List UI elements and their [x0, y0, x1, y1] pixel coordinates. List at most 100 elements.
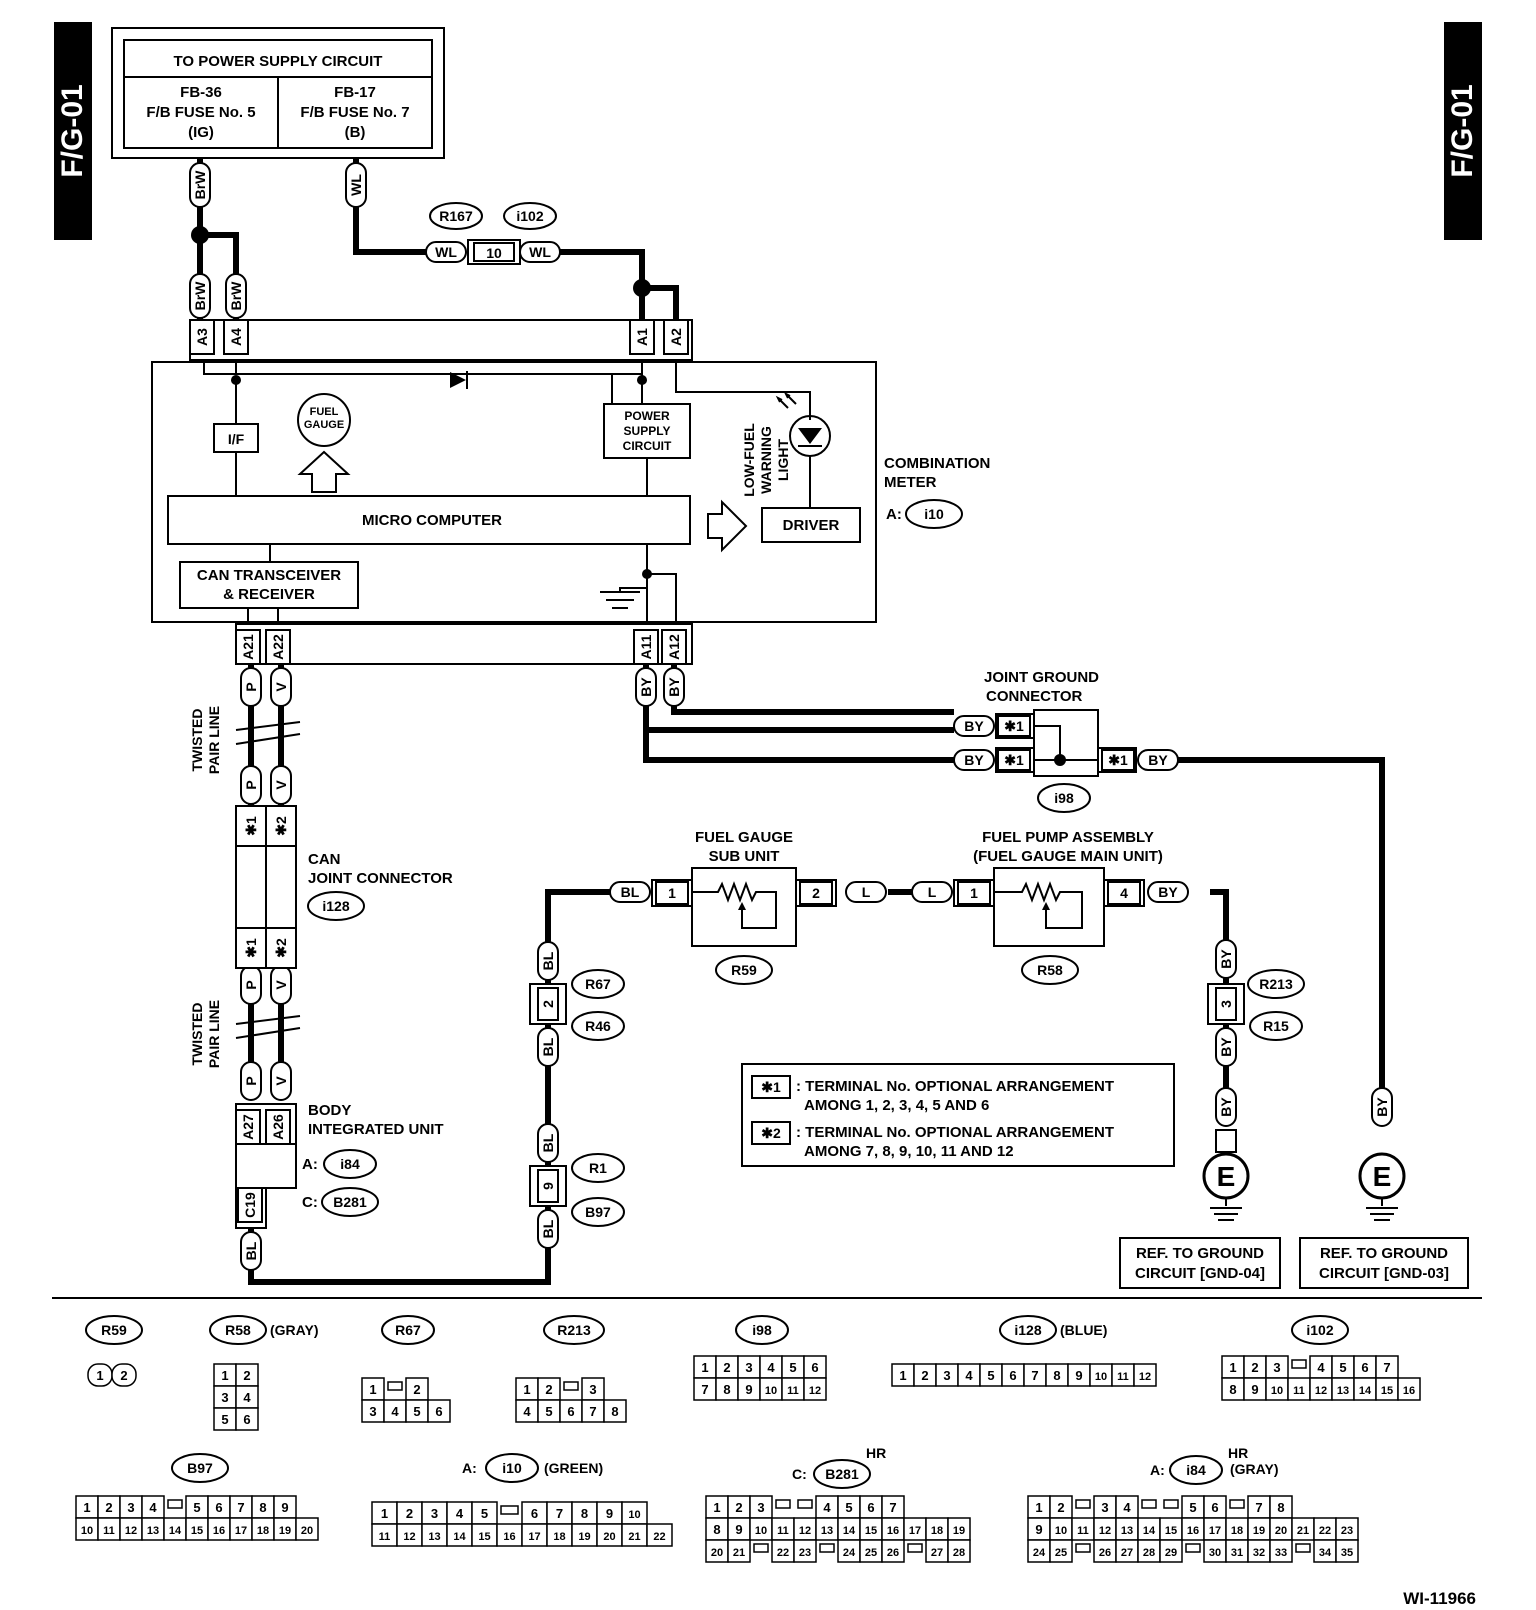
svg-text:BL: BL [540, 1037, 556, 1056]
connector-pin-number: 5 [193, 1500, 200, 1515]
svg-text:A1: A1 [634, 328, 650, 346]
connector-pin-number: 8 [1053, 1368, 1060, 1383]
wire-pill-v-1: V [270, 667, 292, 707]
meter-label-line1: COMBINATION [884, 455, 990, 472]
connector-pin-number: 6 [243, 1412, 250, 1427]
connector-pin-number: 11 [1293, 1385, 1305, 1397]
twisted-pair-label-2b: PAIR LINE [206, 1000, 222, 1068]
power-supply-title: TO POWER SUPPLY CIRCUIT [174, 53, 383, 70]
page-tag-right-text: F/G-01 [1446, 84, 1479, 177]
fuel-pump-code: R58 [1037, 962, 1063, 978]
svg-text:WARNING: WARNING [758, 426, 774, 494]
svg-text:✱2: ✱2 [273, 816, 289, 836]
svg-text:✱1: ✱1 [243, 816, 259, 836]
meter-top-terminals: A3 A4 A1 A2 [189, 319, 693, 361]
connector-pin-number: 27 [931, 1547, 943, 1559]
connector-pin-number: 7 [889, 1500, 896, 1515]
connector-key-gap [907, 1543, 923, 1553]
connector-pin-number: 10 [1271, 1385, 1283, 1397]
connector-pin-number: 15 [865, 1525, 877, 1537]
connector-pin-number: 16 [213, 1525, 225, 1537]
connector-pin-number: 16 [1403, 1385, 1415, 1397]
connector-pin-number: 6 [811, 1360, 818, 1375]
twisted-pair-label-2a: TWISTED [189, 1003, 205, 1066]
connector-pin-number: 10 [628, 1509, 640, 1521]
body-integrated-unit: A27 A26 C19 [235, 1103, 297, 1229]
connector-pin-number: 5 [545, 1404, 552, 1419]
connector-pin-number: 29 [1165, 1547, 1177, 1559]
connector-pin-number: 35 [1341, 1547, 1353, 1559]
b97-code: B97 [585, 1204, 611, 1220]
connector-pin-number: 20 [603, 1531, 615, 1543]
connector-pin-number: 16 [503, 1531, 515, 1543]
svg-text:I/F: I/F [228, 431, 245, 447]
svg-text:WL: WL [529, 244, 551, 260]
body-unit-c-code: B281 [333, 1194, 367, 1210]
connector-pin-number: 15 [478, 1531, 490, 1543]
connector-key-gap [1141, 1499, 1157, 1509]
connector-pin-cell [947, 1539, 971, 1563]
svg-text:P: P [243, 682, 259, 691]
svg-text:(GRAY): (GRAY) [270, 1322, 319, 1338]
connector-pin-number: 21 [1297, 1525, 1309, 1537]
fuel-gauge-circle [297, 393, 351, 447]
connector-pin-cell [1049, 1539, 1073, 1563]
connector-pin-number: 11 [379, 1531, 391, 1543]
connector-pin-number: 10 [1095, 1371, 1107, 1383]
connector-pin-cell [1397, 1377, 1421, 1401]
connector-pin-number: 2 [1251, 1360, 1258, 1375]
svg-text:(GREEN): (GREEN) [544, 1460, 603, 1476]
connector-pin-number: 22 [1319, 1525, 1331, 1537]
right-arrow [707, 499, 748, 553]
connector-pin-number: 3 [1273, 1360, 1280, 1375]
connector-pin-number: 1 [83, 1500, 90, 1515]
fuse-right-line2: F/B FUSE No. 7 [300, 104, 409, 121]
svg-text:V: V [273, 780, 289, 790]
can-joint-label-1: CAN [308, 851, 341, 868]
svg-text:R67: R67 [395, 1322, 421, 1338]
body-unit-a-code: i84 [340, 1156, 360, 1172]
connector-pin-number: 12 [1139, 1371, 1151, 1383]
svg-text:BY: BY [1218, 949, 1234, 969]
connector-key-gap [563, 1381, 579, 1391]
wire-pill-by-gnd4: BY [1215, 1087, 1237, 1127]
joint-ground-label-1: JOINT GROUND [984, 669, 1099, 686]
fuel-pump-label-2: (FUEL GAUGE MAIN UNIT) [973, 848, 1163, 865]
svg-text:BrW: BrW [228, 281, 244, 311]
wire-pill-l-2: L [911, 881, 953, 903]
twisted-pair-label-1b: PAIR LINE [206, 706, 222, 774]
connector-pin-number: 12 [809, 1385, 821, 1397]
connector-pin-number: 22 [777, 1547, 789, 1559]
body-unit-a-badge [323, 1149, 377, 1179]
connector-pin-number: 8 [723, 1382, 730, 1397]
r67-code: R67 [585, 976, 611, 992]
connector-pin-cell [881, 1539, 905, 1563]
svg-text:WL: WL [435, 244, 457, 260]
connector-pin-number: 18 [1231, 1525, 1243, 1537]
joint-ground-connector: BY BY ✱1 ✱1 ✱1 BY [953, 709, 1179, 777]
r67-badge [571, 969, 625, 999]
r46-code: R46 [585, 1018, 611, 1034]
svg-text:POWER: POWER [624, 409, 670, 423]
svg-text:10: 10 [486, 245, 502, 261]
connector-pin-number: 8 [611, 1404, 618, 1419]
connector-pin-number: 2 [105, 1500, 112, 1515]
svg-text:9: 9 [540, 1182, 556, 1190]
inline-connector-r1: 9 [529, 1165, 567, 1207]
r46-badge [571, 1011, 625, 1041]
connector-pin-number: 2 [406, 1506, 413, 1521]
svg-text:BL: BL [243, 1241, 259, 1260]
wire-pill-bl-a: BL [537, 941, 559, 981]
connector-pin-number: 3 [589, 1382, 596, 1397]
connector-pin-number: 4 [767, 1360, 775, 1375]
micro-computer-block [167, 495, 691, 545]
svg-text:A12: A12 [666, 634, 682, 660]
connector-pin-number: 2 [243, 1368, 250, 1383]
svg-text:CAN TRANSCEIVER: CAN TRANSCEIVER [197, 567, 341, 584]
svg-text:GAUGE: GAUGE [304, 419, 344, 431]
connector-pin-number: 4 [823, 1500, 831, 1515]
b97-badge [571, 1197, 625, 1227]
connector-pin-number: 15 [191, 1525, 203, 1537]
connector-pin-cell [1269, 1539, 1293, 1563]
